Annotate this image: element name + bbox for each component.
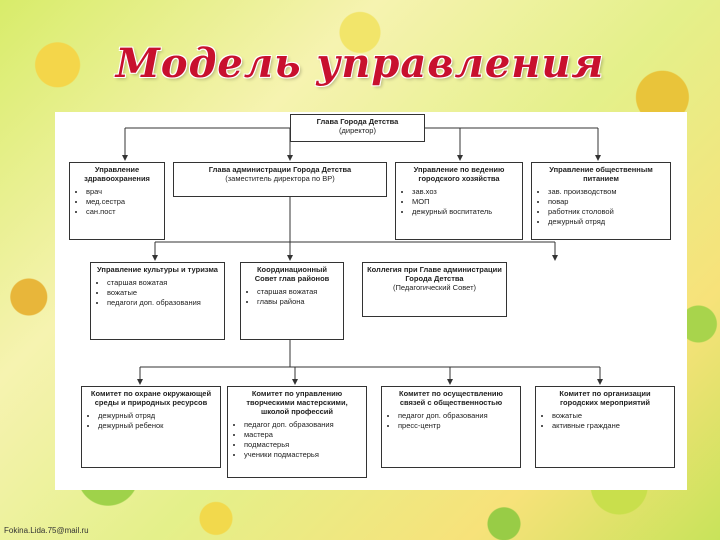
box-coord: Координационный Совет глав районов старш… — [240, 262, 344, 340]
connector-lines — [122, 127, 603, 385]
box-admin-subtitle: (заместитель директора по ВР) — [225, 174, 335, 183]
box-college: Коллегия при Главе администрации Города … — [362, 262, 507, 317]
list-item: работник столовой — [548, 207, 666, 216]
box-eco: Комитет по охране окружающей среды и при… — [81, 386, 221, 468]
box-city: Управление по ведению городского хозяйст… — [395, 162, 523, 240]
box-eco-title: Комитет по охране окружающей среды и при… — [90, 389, 212, 407]
list-item: подмастерья — [244, 440, 362, 449]
box-city-title: Управление по ведению городского хозяйст… — [413, 165, 505, 183]
list-item: врач — [86, 187, 160, 196]
box-events-title: Комитет по организации городских меропри… — [559, 389, 651, 407]
box-health: Управление здравоохранения врач мед.сест… — [69, 162, 165, 240]
box-college-subtitle: (Педагогический Совет) — [392, 283, 477, 292]
box-food: Управление общественным питанием зав. пр… — [531, 162, 671, 240]
box-events: Комитет по организации городских меропри… — [535, 386, 675, 468]
box-director-title: Глава Города Детства — [316, 117, 399, 126]
list-item: зав. производством — [548, 187, 666, 196]
box-public-title: Комитет по осуществлению связей с общест… — [399, 389, 503, 407]
box-director-subtitle: (директор) — [339, 126, 376, 135]
list-item: дежурный отряд — [548, 217, 666, 226]
org-chart: Глава Города Детства (директор) Управлен… — [55, 112, 687, 490]
box-culture: Управление культуры и туризма старшая во… — [90, 262, 225, 340]
list-item: педагог доп. образования — [398, 411, 516, 420]
box-director: Глава Города Детства (директор) — [290, 114, 425, 142]
box-creative: Комитет по управлению творческими мастер… — [227, 386, 367, 478]
box-admin-title: Глава администрации Города Детства — [208, 165, 352, 174]
list-item: вожатые — [552, 411, 670, 420]
list-item: пресс-центр — [398, 421, 516, 430]
footer-email: Fokina.Lida.75@mail.ru — [4, 526, 89, 535]
list-item: ученики подмастерья — [244, 450, 362, 459]
list-item: МОП — [412, 197, 518, 206]
list-item: педагоги доп. образования — [107, 298, 220, 307]
page-title: Модель управления — [115, 40, 605, 87]
list-item: мастера — [244, 430, 362, 439]
list-item: дежурный ребенок — [98, 421, 216, 430]
list-item: вожатые — [107, 288, 220, 297]
box-food-title: Управление общественным питанием — [549, 165, 653, 183]
box-public: Комитет по осуществлению связей с общест… — [381, 386, 521, 468]
list-item: дежурный отряд — [98, 411, 216, 420]
list-item: педагог доп. образования — [244, 420, 362, 429]
list-item: главы района — [257, 297, 339, 306]
box-college-title: Коллегия при Главе администрации Города … — [367, 265, 502, 283]
list-item: повар — [548, 197, 666, 206]
list-item: сан.пост — [86, 207, 160, 216]
list-item: дежурный воспитатель — [412, 207, 518, 216]
list-item: зав.хоз — [412, 187, 518, 196]
list-item: старшая вожатая — [107, 278, 220, 287]
box-coord-title: Координационный Совет глав районов — [254, 265, 330, 283]
box-creative-title: Комитет по управлению творческими мастер… — [246, 389, 348, 416]
box-admin: Глава администрации Города Детства (заме… — [173, 162, 387, 197]
list-item: активные граждане — [552, 421, 670, 430]
list-item: старшая вожатая — [257, 287, 339, 296]
box-health-title: Управление здравоохранения — [84, 165, 150, 183]
list-item: мед.сестра — [86, 197, 160, 206]
box-culture-title: Управление культуры и туризма — [97, 265, 218, 274]
